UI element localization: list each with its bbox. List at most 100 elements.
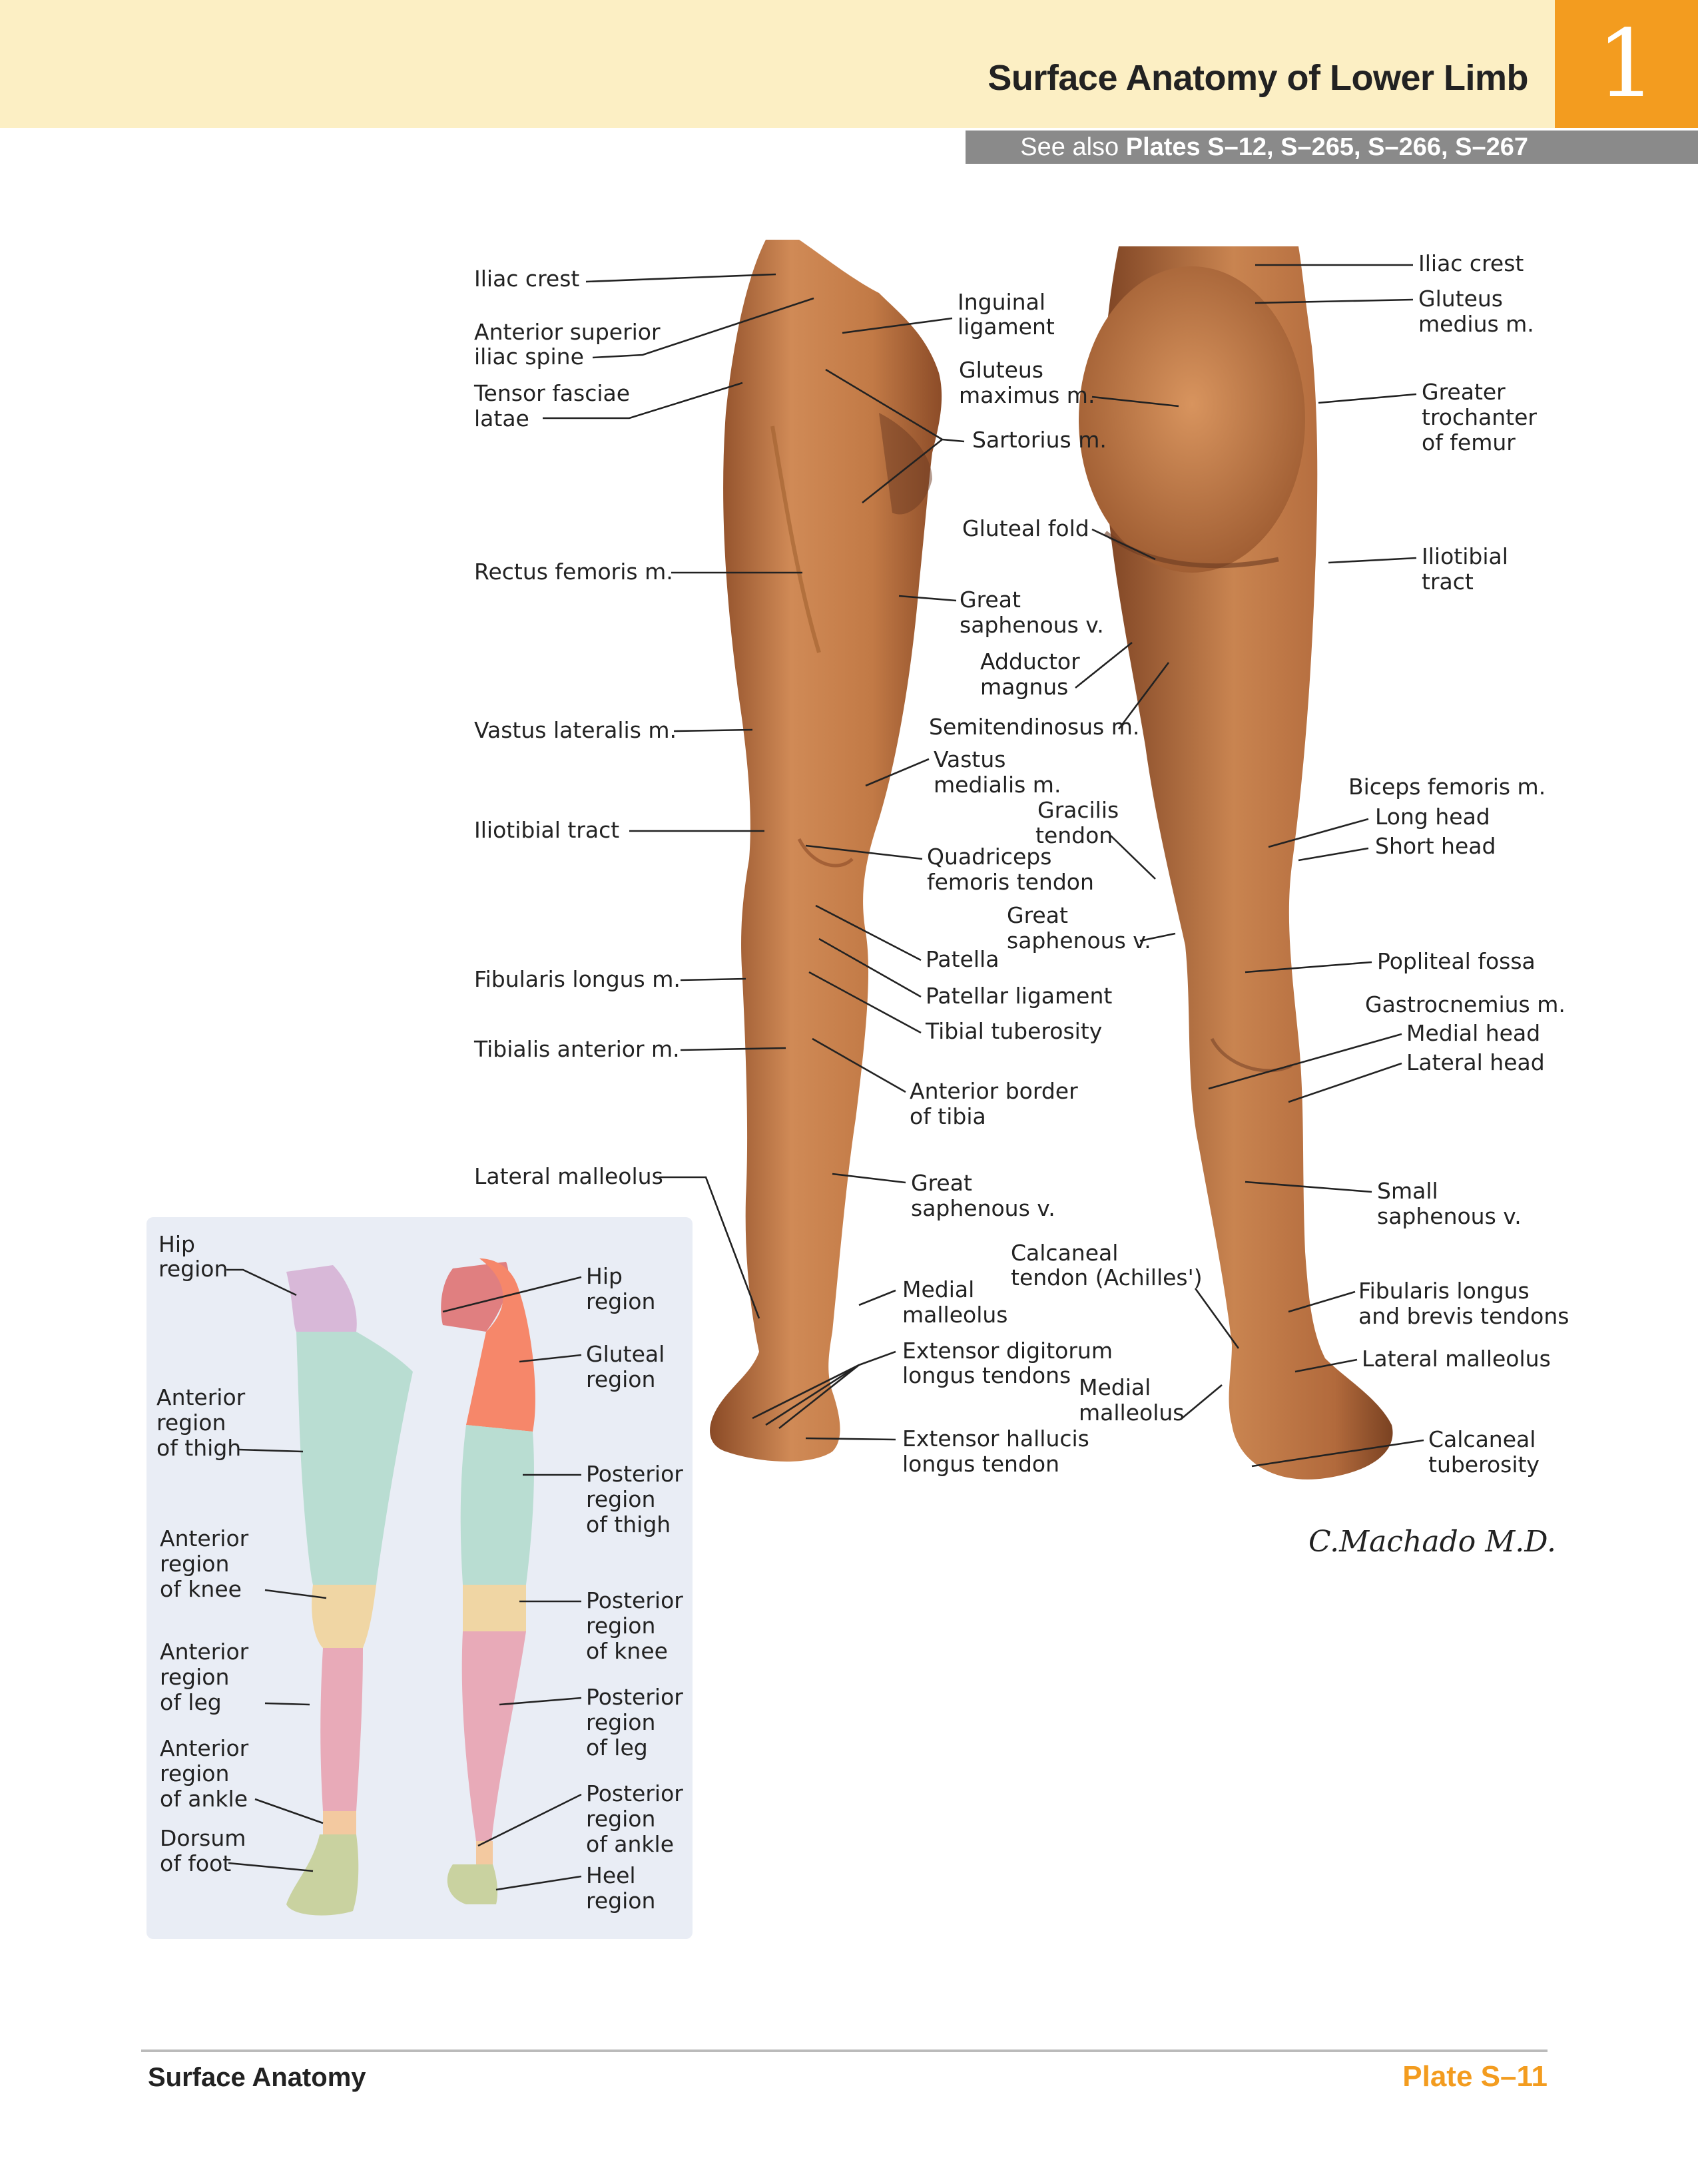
leader-lines	[226, 264, 1424, 1891]
label-dorsum-2: of foot	[160, 1850, 231, 1876]
label-ehl-1: Extensor hallucis	[902, 1426, 1089, 1452]
label-calc-tub-2: tuberosity	[1428, 1452, 1540, 1478]
label-fib-tendons-2: and brevis tendons	[1358, 1303, 1569, 1329]
label-ant-leg-2: region	[160, 1664, 229, 1690]
label-glut-med-1: Gluteus	[1418, 286, 1503, 312]
label-gt-2: trochanter	[1422, 404, 1537, 430]
label-gastrocnemius: Gastrocnemius m.	[1365, 991, 1565, 1017]
signature: C.Machado M.D.	[1308, 1525, 1556, 1559]
label-tibial-tuberosity: Tibial tuberosity	[925, 1018, 1102, 1044]
label-dorsum-1: Dorsum	[160, 1825, 246, 1851]
label-gracilis-1: Gracilis	[1037, 797, 1119, 823]
header-band	[0, 0, 1555, 128]
label-ssv-1: Small	[1377, 1178, 1438, 1204]
label-gt-1: Greater	[1422, 379, 1506, 405]
footer-plate-number: Plate S–11	[1402, 2060, 1548, 2093]
label-add-mag-2: magnus	[980, 674, 1068, 700]
label-calc-tub-1: Calcaneal	[1428, 1426, 1536, 1452]
label-heel-1: Heel	[586, 1862, 636, 1888]
anterior-labels: Iliac crest Anterior superior iliac spin…	[473, 266, 1113, 1477]
inset-labels: Hip region Anterior region of thigh Ante…	[156, 1231, 683, 1914]
label-ant-iliac-crest: Iliac crest	[474, 266, 579, 292]
label-post-iliac-crest: Iliac crest	[1418, 250, 1524, 276]
label-patella: Patella	[926, 946, 999, 972]
label-hip-a-1: Hip	[158, 1231, 195, 1257]
label-ant-ankle-1: Anterior	[160, 1735, 249, 1761]
label-post-knee-1: Posterior	[586, 1587, 683, 1613]
label-short-head: Short head	[1375, 833, 1496, 859]
page-title: Surface Anatomy of Lower Limb	[988, 58, 1528, 98]
label-post-gsv-2: saphenous v.	[1007, 928, 1151, 954]
label-post-medial-malleolus-1: Medial	[1079, 1374, 1151, 1400]
footer-section-title: Surface Anatomy	[148, 2063, 366, 2092]
label-tfl-1: Tensor fasciae	[473, 380, 630, 406]
label-ant-thigh-3: of thigh	[156, 1435, 241, 1461]
label-asis-2: iliac spine	[474, 344, 584, 370]
label-gluteal-1: Gluteal	[586, 1341, 665, 1367]
label-ant-fibularis-longus: Fibularis longus m.	[474, 966, 681, 992]
label-gracilis-2: tendon	[1035, 822, 1113, 848]
label-fib-tendons-1: Fibularis longus	[1358, 1278, 1530, 1304]
label-post-leg-1: Posterior	[586, 1684, 683, 1710]
label-asis-1: Anterior superior	[474, 319, 661, 345]
label-ant-border-2: of tibia	[910, 1103, 986, 1129]
label-ant-knee-2: region	[160, 1551, 229, 1577]
label-ant-knee-1: Anterior	[160, 1525, 249, 1551]
label-post-ankle-1: Posterior	[586, 1780, 683, 1806]
posterior-leg-figure	[1079, 246, 1393, 1480]
label-hip-a-2: region	[158, 1256, 228, 1282]
regions-inset-panel	[146, 1217, 693, 1939]
label-post-knee-3: of knee	[586, 1638, 668, 1664]
label-inguinal-2: ligament	[958, 314, 1055, 340]
label-gluteal-2: region	[586, 1366, 655, 1392]
see-also-plates-link[interactable]: Plates S–12, S–265, S–266, S–267	[1125, 133, 1528, 161]
label-ant-thigh-2: region	[156, 1410, 226, 1436]
label-ant-knee-3: of knee	[160, 1576, 242, 1602]
label-edl-1: Extensor digitorum	[902, 1338, 1113, 1364]
label-vastus-med-1: Vastus	[934, 746, 1005, 772]
label-post-lateral-malleolus: Lateral malleolus	[1362, 1346, 1551, 1372]
label-calc-tendon-2: tendon (Achilles')	[1011, 1264, 1203, 1290]
posterior-labels: Iliac crest Gluteus medius m. Gluteus ma…	[929, 250, 1569, 1478]
label-ant-ankle-2: region	[160, 1761, 229, 1786]
label-inguinal-1: Inguinal	[958, 289, 1045, 315]
anterior-leg-figure	[710, 240, 942, 1462]
regions-inset	[146, 1217, 693, 1939]
label-post-thigh-1: Posterior	[586, 1461, 683, 1487]
label-post-leg-3: of leg	[586, 1735, 648, 1761]
label-edl-2: longus tendons	[902, 1362, 1071, 1388]
see-also-prefix: See also	[1020, 133, 1126, 161]
label-calc-tendon-1: Calcaneal	[1011, 1240, 1118, 1266]
label-post-gsv-1: Great	[1007, 902, 1068, 928]
label-post-leg-2: region	[586, 1709, 655, 1735]
label-post-ankle-3: of ankle	[586, 1831, 674, 1857]
label-medial-head: Medial head	[1406, 1020, 1540, 1046]
label-ant-thigh-1: Anterior	[156, 1384, 246, 1410]
label-ant-gsv2-2: saphenous v.	[911, 1195, 1055, 1221]
label-gt-3: of femur	[1422, 429, 1516, 455]
label-ant-leg-1: Anterior	[160, 1639, 249, 1665]
label-sartorius: Sartorius m.	[972, 427, 1107, 453]
label-ant-gsv-1: Great	[960, 587, 1021, 613]
label-post-itt-1: Iliotibial	[1422, 543, 1508, 569]
footer-rule	[141, 2049, 1548, 2052]
label-quad-1: Quadriceps	[927, 844, 1051, 870]
label-glut-max-1: Gluteus	[959, 357, 1043, 383]
label-patellar-ligament: Patellar ligament	[926, 983, 1112, 1009]
label-rectus-femoris: Rectus femoris m.	[474, 559, 673, 585]
label-quad-2: femoris tendon	[927, 869, 1094, 895]
label-post-ankle-2: region	[586, 1806, 655, 1832]
label-ant-medial-malleolus-2: malleolus	[902, 1302, 1007, 1328]
label-ant-medial-malleolus-1: Medial	[902, 1276, 974, 1302]
label-tibialis-anterior: Tibialis anterior m.	[473, 1036, 680, 1062]
label-popliteal-fossa: Popliteal fossa	[1377, 948, 1536, 974]
label-ssv-2: saphenous v.	[1377, 1203, 1522, 1229]
label-glut-max-2: maximus m.	[959, 382, 1095, 408]
plate-number-tab: 1	[1555, 0, 1698, 128]
label-ant-iliotibial-tract: Iliotibial tract	[474, 817, 619, 843]
label-semitendinosus: Semitendinosus m.	[929, 714, 1139, 740]
label-lateral-head: Lateral head	[1406, 1049, 1545, 1075]
label-post-knee-2: region	[586, 1613, 655, 1639]
label-tfl-2: latae	[474, 406, 529, 431]
label-ant-border-1: Anterior border	[910, 1078, 1078, 1104]
